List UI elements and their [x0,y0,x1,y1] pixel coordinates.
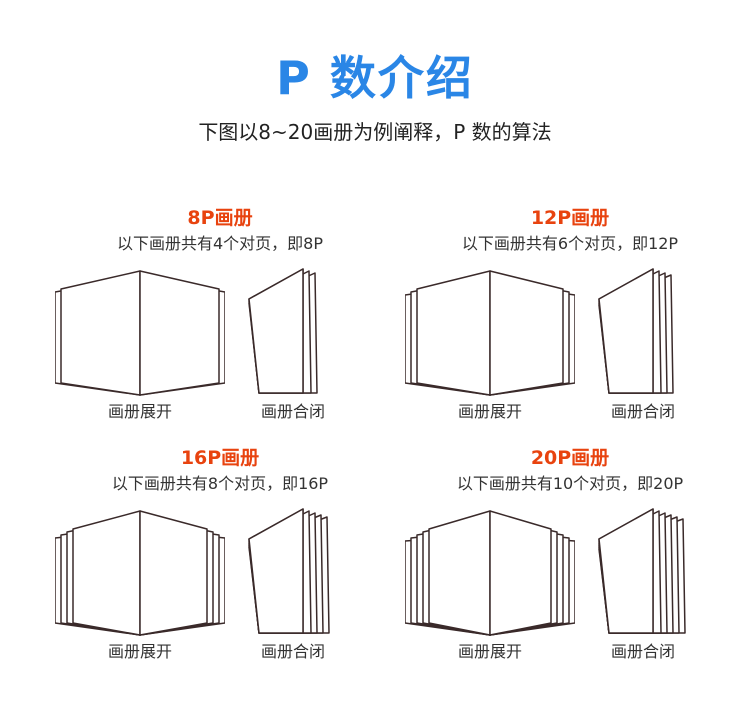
open-book-illustration [405,270,575,396]
open-label: 画册展开 [107,642,172,661]
page-right [139,270,220,396]
closed-label: 画册合闭 [610,402,675,421]
page-title: P 数介绍 [276,51,474,105]
front-cover [598,268,654,394]
panel-description: 以下画册共有10个对页，即20P [456,474,684,493]
panel-description: 以下画册共有8个对页，即16P [111,474,329,493]
panel-title: 12P画册 [530,207,610,229]
page-right [489,510,552,636]
front-cover [248,268,304,394]
panel-description: 以下画册共有6个对页，即12P [461,234,679,253]
closed-label: 画册合闭 [260,642,325,661]
panel-title: 20P画册 [530,447,610,469]
closed-label: 画册合闭 [260,402,325,421]
panel-12p: 12P画册 以下画册共有6个对页，即12P 画册展开 画册合闭 [405,205,735,435]
open-label: 画册展开 [457,642,522,661]
panel-title: 8P画册 [187,207,253,229]
panel-title: 16P画册 [180,447,260,469]
page-subtitle: 下图以8~20画册为例阐释，P 数的算法 [198,120,552,144]
page-left [60,270,141,396]
page-left [428,510,491,636]
panel-16p: 16P画册 以下画册共有8个对页，即16P 画册展开 画册合闭 [55,445,385,675]
closed-book-illustration [598,508,686,634]
closed-book-illustration [248,508,330,634]
open-label: 画册展开 [457,402,522,421]
page-left [416,270,491,396]
closed-book-illustration [598,268,674,394]
open-book-illustration [55,270,225,396]
open-book-illustration [405,510,575,636]
page-left [72,510,141,636]
page-right [489,270,564,396]
front-cover [598,508,654,634]
panel-description: 以下画册共有4个对页，即8P [116,234,323,253]
panel-8p: 8P画册 以下画册共有4个对页，即8P 画册展开 画册合闭 [55,205,385,435]
closed-book-illustration [248,268,318,394]
panel-20p: 20P画册 以下画册共有10个对页，即20P 画册展开 画册合闭 [405,445,735,675]
open-book-illustration [55,510,225,636]
closed-label: 画册合闭 [610,642,675,661]
front-cover [248,508,304,634]
open-label: 画册展开 [107,402,172,421]
page-right [139,510,208,636]
